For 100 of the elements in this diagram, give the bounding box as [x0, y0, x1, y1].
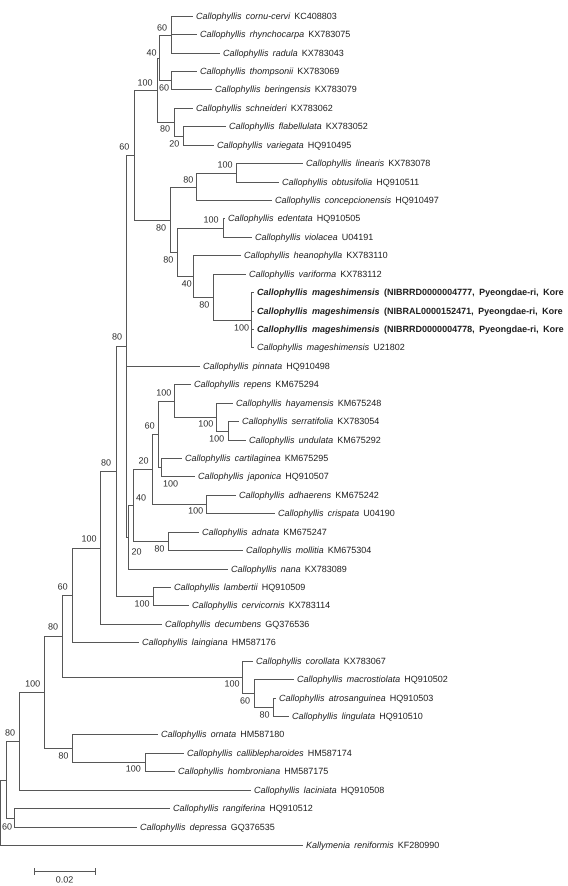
- taxon-label: Callophyllis violacea U04191: [252, 232, 374, 243]
- branch-line: [20, 790, 252, 791]
- branch-line: [206, 513, 276, 514]
- clade-node-line: [128, 505, 129, 570]
- clade-node-line: [126, 155, 127, 538]
- taxon-label: Callophyllis radula KX783043: [220, 48, 344, 59]
- clade-node-line: [177, 228, 178, 277]
- branch-line: [146, 771, 176, 772]
- taxon-label: Callophyllis cornu-cervi KC408803: [193, 11, 337, 22]
- taxon-label: Callophyllis thompsonii KX783069: [197, 66, 340, 77]
- branch-line: [172, 53, 220, 54]
- clade-node-line: [44, 636, 45, 749]
- clade-node-line: [171, 16, 172, 54]
- taxon-label: Callophyllis linearis KX783078: [303, 158, 430, 169]
- clade-node-line: [133, 469, 134, 542]
- bootstrap-value: 60: [2, 822, 12, 831]
- branch-line: [236, 163, 304, 164]
- taxon-label: Callophyllis calliblepharoides HM587174: [184, 748, 352, 759]
- bootstrap-value: 100: [209, 434, 224, 444]
- branch-line: [214, 274, 246, 275]
- taxon-label: Callophyllis undulata KM675292: [246, 435, 381, 446]
- clade-node-line: [62, 595, 63, 678]
- bootstrap-value: 100: [234, 323, 250, 332]
- branch-line: [128, 505, 134, 506]
- taxon-label: Callophyllis mageshimensis (NIBRRD0000004777, Pyeongdae-ri, Kore: [254, 287, 564, 298]
- taxon-label: Callophyllis variegata HQ910495: [214, 140, 352, 151]
- clade-node-line: [157, 58, 158, 123]
- taxon-label: Callophyllis hombroniana HM587175: [175, 766, 328, 777]
- branch-line: [206, 495, 236, 496]
- branch-line: [242, 661, 254, 662]
- bootstrap-value: 40: [182, 279, 192, 288]
- branch-line: [174, 136, 184, 137]
- branch-line: [274, 698, 276, 699]
- bootstrap-value: 100: [137, 78, 153, 87]
- taxon-label: Callophyllis concepcionensis HQ910497: [272, 195, 439, 206]
- bootstrap-value: 80: [163, 256, 174, 264]
- bootstrap-value: 100: [217, 160, 233, 170]
- clade-node-line: [168, 532, 169, 551]
- clade-node-line: [19, 692, 20, 791]
- taxon-label: Callophyllis nana KX783089: [228, 564, 347, 575]
- bootstrap-value: 60: [157, 23, 167, 32]
- branch-line: [126, 366, 200, 367]
- bootstrap-value: 20: [132, 547, 142, 556]
- bootstrap-value: 80: [154, 544, 164, 554]
- branch-line: [160, 80, 172, 81]
- clade-node-line: [158, 401, 159, 468]
- taxon-label: Callophyllis pinnata HQ910498: [200, 361, 330, 372]
- branch-line: [62, 595, 72, 596]
- branch-line: [128, 569, 228, 570]
- branch-line: [178, 228, 224, 229]
- bootstrap-value: 80: [101, 458, 111, 468]
- bootstrap-value: 80: [160, 124, 170, 134]
- branch-line: [116, 346, 126, 347]
- taxon-label: Callophyllis lambertii HQ910509: [171, 582, 306, 593]
- branch-line: [158, 122, 174, 123]
- branch-line: [228, 440, 246, 441]
- clade-node-line: [161, 458, 162, 477]
- branch-line: [62, 677, 242, 678]
- taxon-label: Callophyllis beringensis KX783079: [212, 84, 357, 95]
- bootstrap-value: 100: [25, 679, 40, 688]
- bootstrap-value: 40: [136, 493, 146, 502]
- branch-line: [172, 34, 198, 35]
- branch-line: [162, 476, 196, 477]
- bootstrap-value: 100: [156, 388, 172, 398]
- branch-line: [224, 237, 252, 238]
- taxon-label: Callophyllis crispata U04190: [275, 508, 395, 519]
- branch-line: [194, 297, 214, 298]
- taxon-label: Callophyllis ornata HM587180: [158, 729, 284, 740]
- clade-node-line: [171, 71, 172, 90]
- taxon-label: Callophyllis obtusifolia HQ910511: [279, 177, 420, 188]
- clade-node-line: [251, 292, 252, 348]
- clade-node-line: [236, 163, 237, 183]
- branch-line: [154, 605, 190, 606]
- taxon-label: Callophyllis variforma KX783112: [246, 269, 382, 280]
- clade-node-line: [213, 274, 214, 321]
- branch-line: [152, 434, 158, 435]
- taxon-label: Callophyllis cervicornis KX783114: [189, 600, 330, 611]
- bootstrap-value: 60: [159, 84, 169, 92]
- clade-node-line: [170, 187, 171, 253]
- branch-line: [14, 827, 138, 828]
- bootstrap-value: 100: [81, 534, 97, 544]
- branch-line: [216, 431, 228, 432]
- branch-line: [134, 469, 152, 470]
- clade-node-line: [206, 495, 207, 514]
- branch-line: [14, 808, 170, 809]
- bootstrap-value: 80: [5, 728, 15, 738]
- branch-line: [168, 550, 244, 551]
- taxon-label: Callophyllis lingulata HQ910510: [289, 711, 423, 722]
- bootstrap-value: 80: [58, 751, 68, 760]
- branch-line: [116, 596, 154, 597]
- clade-node-line: [6, 741, 7, 819]
- taxon-label: Callophyllis flabellulata KX783052: [226, 121, 368, 132]
- bootstrap-value: 100: [224, 680, 240, 688]
- branch-line: [154, 587, 172, 588]
- branch-line: [194, 255, 242, 256]
- branch-line: [254, 707, 274, 708]
- taxon-label: Callophyllis laciniata HQ910508: [251, 785, 384, 796]
- taxon-label: Callophyllis heanophylla KX783110: [241, 250, 388, 261]
- taxon-label: Callophyllis serratifolia KX783054: [239, 416, 380, 427]
- bootstrap-value: 60: [119, 142, 130, 152]
